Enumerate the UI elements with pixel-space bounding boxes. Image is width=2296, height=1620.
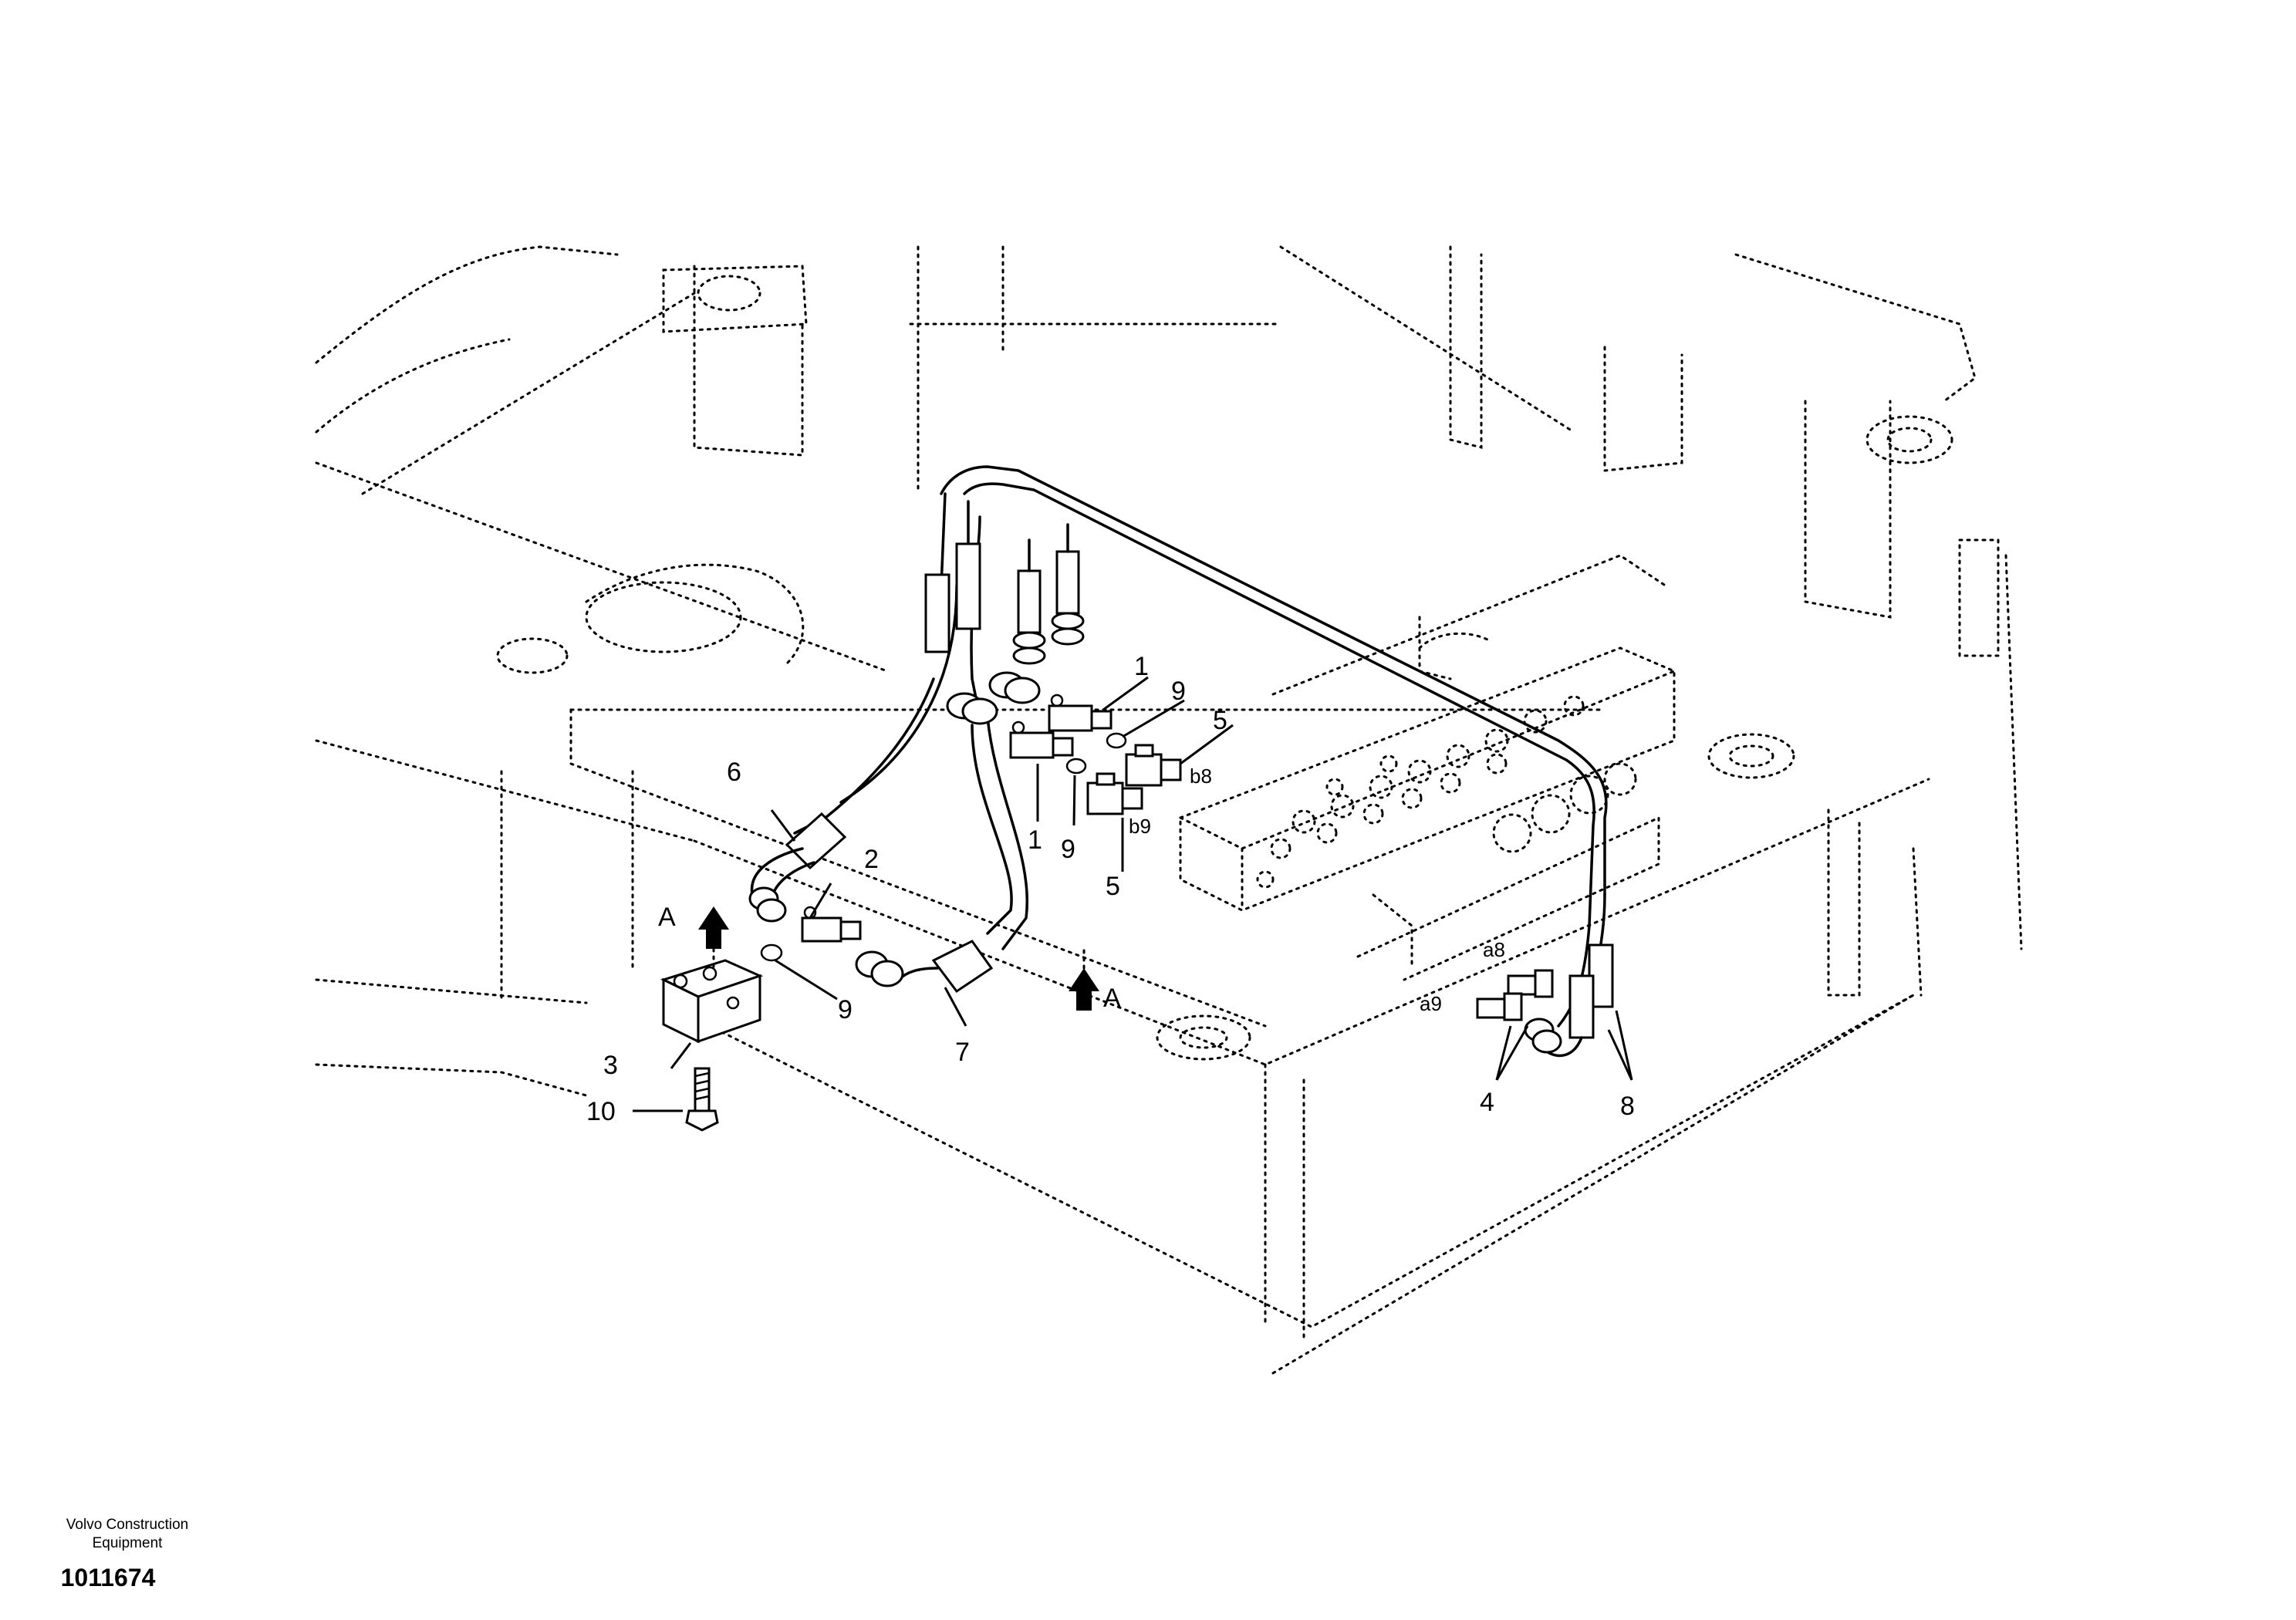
valve-ports <box>1256 695 1637 889</box>
elbow-5-lower <box>1086 772 1143 815</box>
machine-frame-phantom <box>315 245 2023 1375</box>
elbow-5-upper <box>1125 744 1182 787</box>
callout-5-upper: 5 <box>1213 706 1227 735</box>
adapter-4-group <box>1476 969 1554 1021</box>
port-label-a8: a8 <box>1483 938 1505 961</box>
hose-8-ends <box>1524 943 1614 1058</box>
adapter-2 <box>801 906 862 943</box>
callout-5-lower: 5 <box>1106 872 1120 901</box>
hose-7-end <box>855 940 994 994</box>
document-number: 1011674 <box>60 1564 156 1591</box>
port-label-a9: a9 <box>1420 992 1442 1015</box>
company-name-line1: Volvo Construction <box>66 1517 189 1533</box>
view-arrow-a-left <box>698 906 729 970</box>
footer: Volvo Construction Equipment 1011674 <box>31 1516 224 1591</box>
callout-6: 6 <box>727 758 741 787</box>
o-ring-9-middle <box>1065 758 1087 775</box>
callout-3: 3 <box>603 1051 618 1080</box>
adapter-1-lower <box>1009 721 1074 759</box>
hose-swivel-nuts <box>946 671 1041 725</box>
callout-4: 4 <box>1480 1088 1494 1117</box>
leader-lines <box>633 676 1633 1112</box>
o-ring-9-upper <box>1106 732 1127 749</box>
port-label-b9: b9 <box>1129 815 1151 838</box>
block-3 <box>660 959 764 1044</box>
view-label-a-left: A <box>658 903 676 932</box>
callout-7: 7 <box>955 1038 970 1067</box>
view-label-a-center: A <box>1103 984 1121 1013</box>
o-ring-9-left <box>760 943 783 962</box>
callout-9-middle: 9 <box>1061 835 1075 864</box>
hose-6-end <box>748 812 847 923</box>
port-label-b8: b8 <box>1190 764 1212 788</box>
bolt-10 <box>685 1067 719 1132</box>
callout-labels: 1 1 2 3 4 5 5 6 7 8 9 9 9 10 <box>586 652 1635 1126</box>
hose-ferrules-top <box>924 523 1085 665</box>
callout-10: 10 <box>586 1097 616 1126</box>
callout-9-upper: 9 <box>1171 677 1186 706</box>
callout-8: 8 <box>1620 1092 1635 1121</box>
callout-1-lower: 1 <box>1028 825 1042 855</box>
callout-9-left: 9 <box>838 995 853 1024</box>
hoses <box>793 465 1608 1035</box>
port-labels: b8 b9 a8 a9 <box>1129 764 1505 1015</box>
adapter-1-upper <box>1048 694 1113 732</box>
callout-1-upper: 1 <box>1134 652 1149 681</box>
view-arrow-a-center <box>1069 943 1099 1011</box>
callout-2: 2 <box>864 845 879 874</box>
company-name-line2: Equipment <box>92 1535 163 1551</box>
